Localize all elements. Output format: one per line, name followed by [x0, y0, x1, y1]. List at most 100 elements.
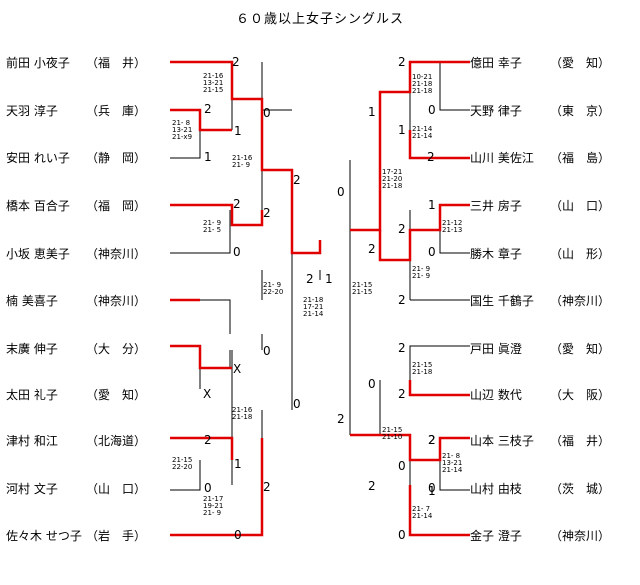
bracket-line [170, 436, 234, 460]
player-name: 山村 由枝 [470, 482, 522, 496]
match-score: 2 [398, 293, 406, 307]
player-right-6: 国生 千鶴子（神奈川） [470, 294, 610, 308]
match-score: 0 [428, 245, 436, 259]
player-left-11: 佐々木 せつ子 （岩 手） [6, 529, 146, 543]
bracket-line [170, 60, 322, 255]
match-score: 1 [428, 484, 436, 498]
player-left-4: 橋本 百合子 （福 岡） [6, 199, 146, 213]
player-name: 佐々木 せつ子 [6, 529, 82, 543]
player-right-1: 億田 幸子 （愛 知） [470, 56, 610, 70]
player-pref: （大 分） [86, 342, 147, 356]
match-score: 2 [337, 412, 345, 426]
match-score: 2 [428, 433, 436, 447]
bracket-line [170, 108, 232, 132]
player-pref: （山 口） [550, 199, 611, 213]
player-name: 三井 房子 [470, 199, 522, 213]
player-right-9: 山本 三枝子（福 井） [470, 434, 610, 448]
player-name: 津村 和江 [6, 434, 58, 448]
player-name: 天野 律子 [470, 104, 522, 118]
match-score: 0 [398, 459, 406, 473]
player-pref: （福 井） [550, 434, 611, 448]
bracket-line [170, 203, 264, 227]
match-score: 0 [233, 245, 241, 259]
player-left-8: 太田 礼子（愛 知） [6, 388, 146, 402]
game-score: 21-12 21-13 [442, 219, 463, 234]
player-name: 戸田 眞澄 [470, 342, 522, 356]
match-score: 2 [306, 272, 314, 286]
player-pref: （神奈川） [86, 247, 147, 261]
match-score: 0 [293, 397, 301, 411]
match-score: 0 [337, 185, 345, 199]
player-left-9: 津村 和江 （北海道） [6, 434, 146, 448]
match-score: 2 [398, 387, 406, 401]
player-pref: （神奈川） [86, 294, 147, 308]
player-right-5: 勝木 章子 （山 形） [470, 247, 610, 261]
match-score: 0 [263, 106, 271, 120]
bracket-line [408, 130, 470, 160]
player-name: 勝木 章子 [470, 247, 522, 261]
match-score: 1 [204, 150, 212, 164]
player-pref: （山 口） [86, 482, 147, 496]
player-pref: （神奈川） [550, 294, 611, 308]
match-score: 2 [263, 480, 271, 494]
match-score: 0 [428, 103, 436, 117]
match-score: 0 [368, 377, 376, 391]
bracket-line [350, 433, 470, 462]
player-name: 安田 れい子 [6, 151, 70, 165]
player-pref: （福 岡） [86, 199, 147, 213]
player-left-1: 前田 小夜子（福 井） [6, 56, 146, 70]
player-pref: （山 形） [550, 247, 611, 261]
match-score: 2 [427, 150, 435, 164]
match-score: 2 [398, 222, 406, 236]
game-score: 21-15 21-10 [382, 426, 403, 441]
bracket-line [350, 60, 470, 232]
player-pref: （北海道） [86, 434, 147, 448]
player-name: 前田 小夜子 [6, 56, 70, 70]
match-score: 1 [234, 124, 242, 138]
player-right-8: 山辺 数代（大 阪） [470, 388, 610, 402]
player-name: 楠 美喜子 [6, 294, 58, 308]
player-right-2: 天野 律子 （東 京） [470, 104, 610, 118]
bracket-line [170, 62, 293, 399]
game-score: 21-14 21-14 [412, 125, 433, 140]
match-score: 2 [398, 341, 406, 355]
player-left-10: 河村 文子（山 口） [6, 482, 146, 496]
player-name: 橋本 百合子 [6, 199, 70, 213]
player-name: 億田 幸子 [470, 56, 522, 70]
player-left-6: 楠 美喜子 （神奈川） [6, 294, 146, 308]
game-score: 17-21 21-20 21-18 [382, 168, 403, 190]
game-score: 21-15 21-15 [352, 281, 373, 296]
bracket-line [408, 380, 470, 397]
match-score: 1 [368, 105, 376, 119]
match-score: X [203, 387, 212, 401]
game-score: 21- 9 21- 9 [412, 265, 431, 280]
game-score: 21- 8 13-21 21-14 [442, 452, 463, 474]
bracket-line [170, 344, 232, 370]
game-score: 21-17 19-21 21- 9 [203, 495, 224, 517]
match-score: 2 [204, 102, 212, 116]
game-score: 21-16 21- 9 [232, 154, 253, 169]
match-score: 2 [398, 55, 406, 69]
match-score: 0 [398, 528, 406, 542]
player-pref: （大 阪） [550, 388, 611, 402]
match-score: 2 [368, 242, 376, 256]
player-left-2: 天羽 淳子 （兵 庫） [6, 104, 146, 118]
bracket-line [349, 270, 470, 535]
player-name: 天羽 淳子 [6, 104, 58, 118]
player-pref: （兵 庫） [86, 104, 147, 118]
game-score: 21-15 22-20 [172, 456, 193, 471]
player-pref: （愛 知） [550, 342, 611, 356]
game-score: 21-18 17-21 21-14 [303, 296, 324, 318]
player-pref: （岩 手） [86, 529, 147, 543]
bracket-line [170, 438, 264, 537]
player-name: 小坂 恵美子 [6, 247, 70, 261]
player-pref: （愛 知） [550, 56, 611, 70]
player-name: 末廣 伸子 [6, 342, 58, 356]
match-score: 2 [232, 55, 240, 69]
player-pref: （東 京） [550, 104, 611, 118]
match-score: 2 [233, 197, 241, 211]
game-score: 21-16 21-18 [232, 406, 253, 421]
match-score: 1 [428, 198, 436, 212]
page-title: ６０歳以上女子シングルス [235, 12, 404, 27]
